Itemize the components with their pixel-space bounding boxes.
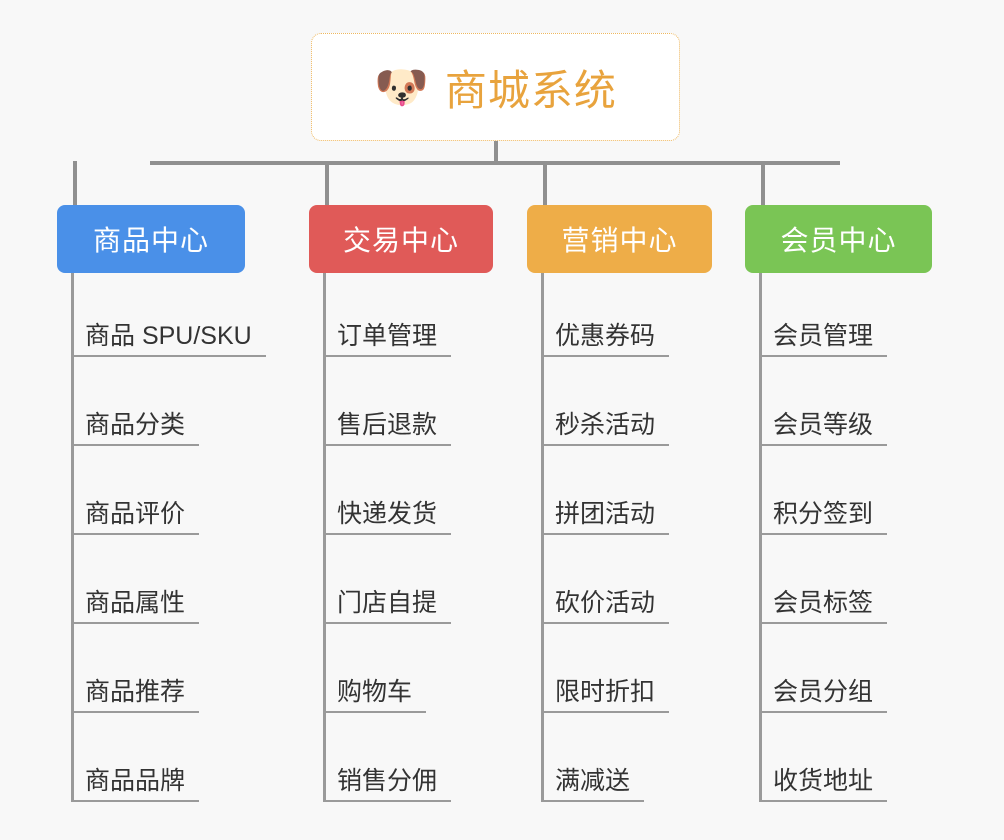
category-header-label: 商品中心	[92, 225, 209, 256]
connector-drop-member-center	[761, 161, 765, 207]
leaf-item[interactable]: 会员分组	[759, 669, 888, 713]
category-header-label: 营销中心	[561, 225, 678, 256]
leaf-item[interactable]: 商品品牌	[71, 758, 200, 802]
leaf-item[interactable]: 积分签到	[759, 491, 888, 535]
category-header-label: 会员中心	[780, 225, 897, 256]
leaf-item[interactable]: 秒杀活动	[541, 402, 670, 446]
leaf-item[interactable]: 购物车	[323, 669, 427, 713]
column-trunk-member-center	[759, 273, 762, 802]
leaf-item[interactable]: 会员等级	[759, 402, 888, 446]
leaf-item[interactable]: 快递发货	[323, 491, 452, 535]
connector-horizontal-bus	[150, 161, 840, 165]
leaf-item[interactable]: 会员标签	[759, 580, 888, 624]
leaf-item[interactable]: 拼团活动	[541, 491, 670, 535]
leaf-item[interactable]: 收货地址	[759, 758, 888, 802]
category-header-product-center[interactable]: 商品中心	[57, 205, 245, 273]
leaf-item[interactable]: 商品 SPU/SKU	[71, 313, 266, 357]
category-header-member-center[interactable]: 会员中心	[745, 205, 932, 273]
column-trunk-product-center	[71, 273, 74, 802]
leaf-item[interactable]: 商品推荐	[71, 669, 200, 713]
leaf-item[interactable]: 满减送	[541, 758, 645, 802]
connector-drop-marketing-center	[543, 161, 547, 207]
leaf-item[interactable]: 会员管理	[759, 313, 888, 357]
leaf-item[interactable]: 销售分佣	[323, 758, 452, 802]
leaf-item[interactable]: 商品评价	[71, 491, 200, 535]
connector-drop-trade-center	[325, 161, 329, 207]
shiba-dog-face-icon: 🐶	[374, 63, 429, 112]
connector-drop-product-center	[73, 161, 77, 207]
leaf-item[interactable]: 商品属性	[71, 580, 200, 624]
leaf-item[interactable]: 限时折扣	[541, 669, 670, 713]
category-header-label: 交易中心	[342, 225, 459, 256]
column-trunk-trade-center	[323, 273, 326, 802]
leaf-item[interactable]: 售后退款	[323, 402, 452, 446]
root-title: 商城系统	[444, 66, 617, 114]
leaf-item[interactable]: 门店自提	[323, 580, 452, 624]
connector-root-stem	[494, 141, 498, 164]
leaf-item[interactable]: 商品分类	[71, 402, 200, 446]
leaf-item[interactable]: 砍价活动	[541, 580, 670, 624]
category-header-marketing-center[interactable]: 营销中心	[527, 205, 712, 273]
category-header-trade-center[interactable]: 交易中心	[309, 205, 493, 273]
column-trunk-marketing-center	[541, 273, 544, 802]
leaf-item[interactable]: 优惠券码	[541, 313, 670, 357]
root-node[interactable]: 🐶 商城系统	[311, 33, 680, 141]
leaf-item[interactable]: 订单管理	[323, 313, 452, 357]
